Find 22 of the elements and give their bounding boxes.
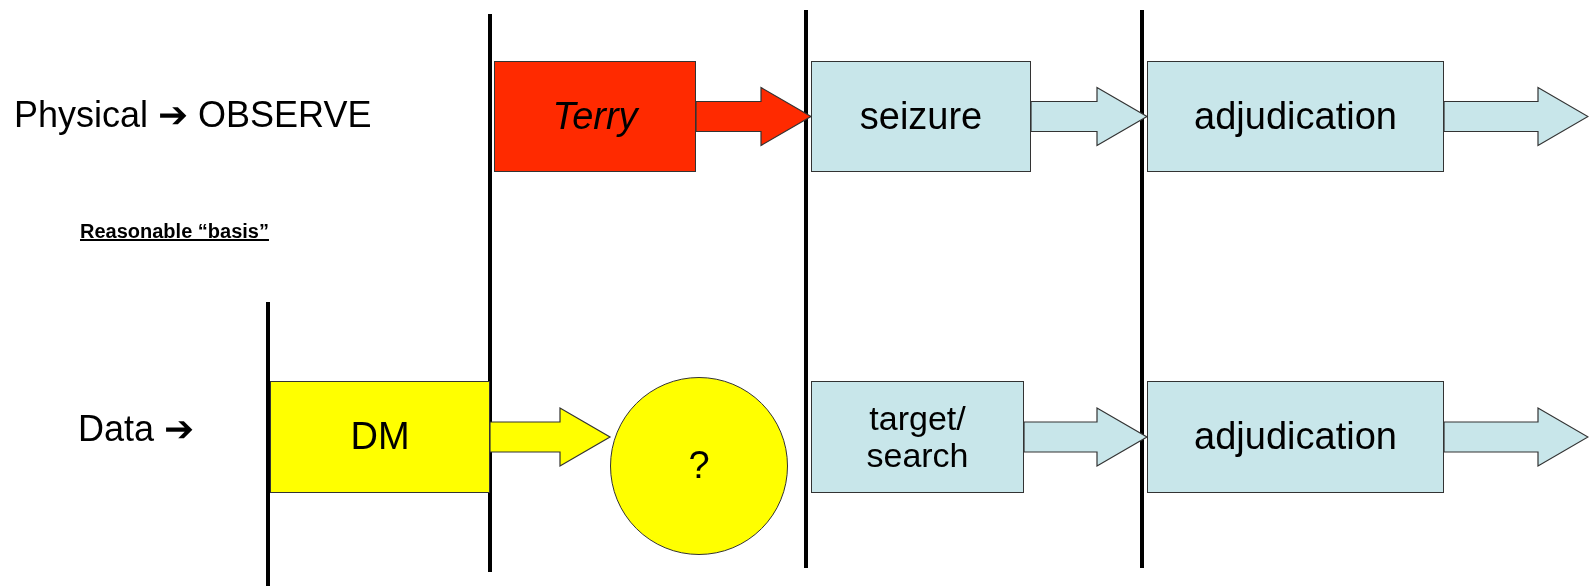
process-box [811, 381, 1024, 493]
row-label: Physical ➔ OBSERVE [14, 94, 372, 136]
process-box [811, 61, 1031, 172]
process-box [1147, 61, 1444, 172]
process-box [1147, 381, 1444, 493]
process-box [270, 381, 490, 493]
block-arrow [489, 406, 612, 468]
node-text: Terry [552, 95, 638, 138]
row-label: Data ➔ [78, 408, 195, 450]
process-box [494, 61, 696, 172]
node-text: adjudication [1194, 416, 1397, 458]
block-arrow [1443, 86, 1589, 147]
node-text: adjudication [1194, 95, 1397, 138]
block-arrow [1023, 406, 1149, 468]
row-label: Reasonable “basis” [80, 220, 269, 243]
node-text: ? [688, 445, 710, 487]
node-text: seizure [859, 95, 983, 138]
node-text: target/ search [865, 399, 970, 475]
block-arrow [1443, 406, 1589, 468]
block-arrow [695, 86, 813, 147]
node-text: DM [350, 416, 410, 458]
block-arrow [1030, 86, 1149, 147]
